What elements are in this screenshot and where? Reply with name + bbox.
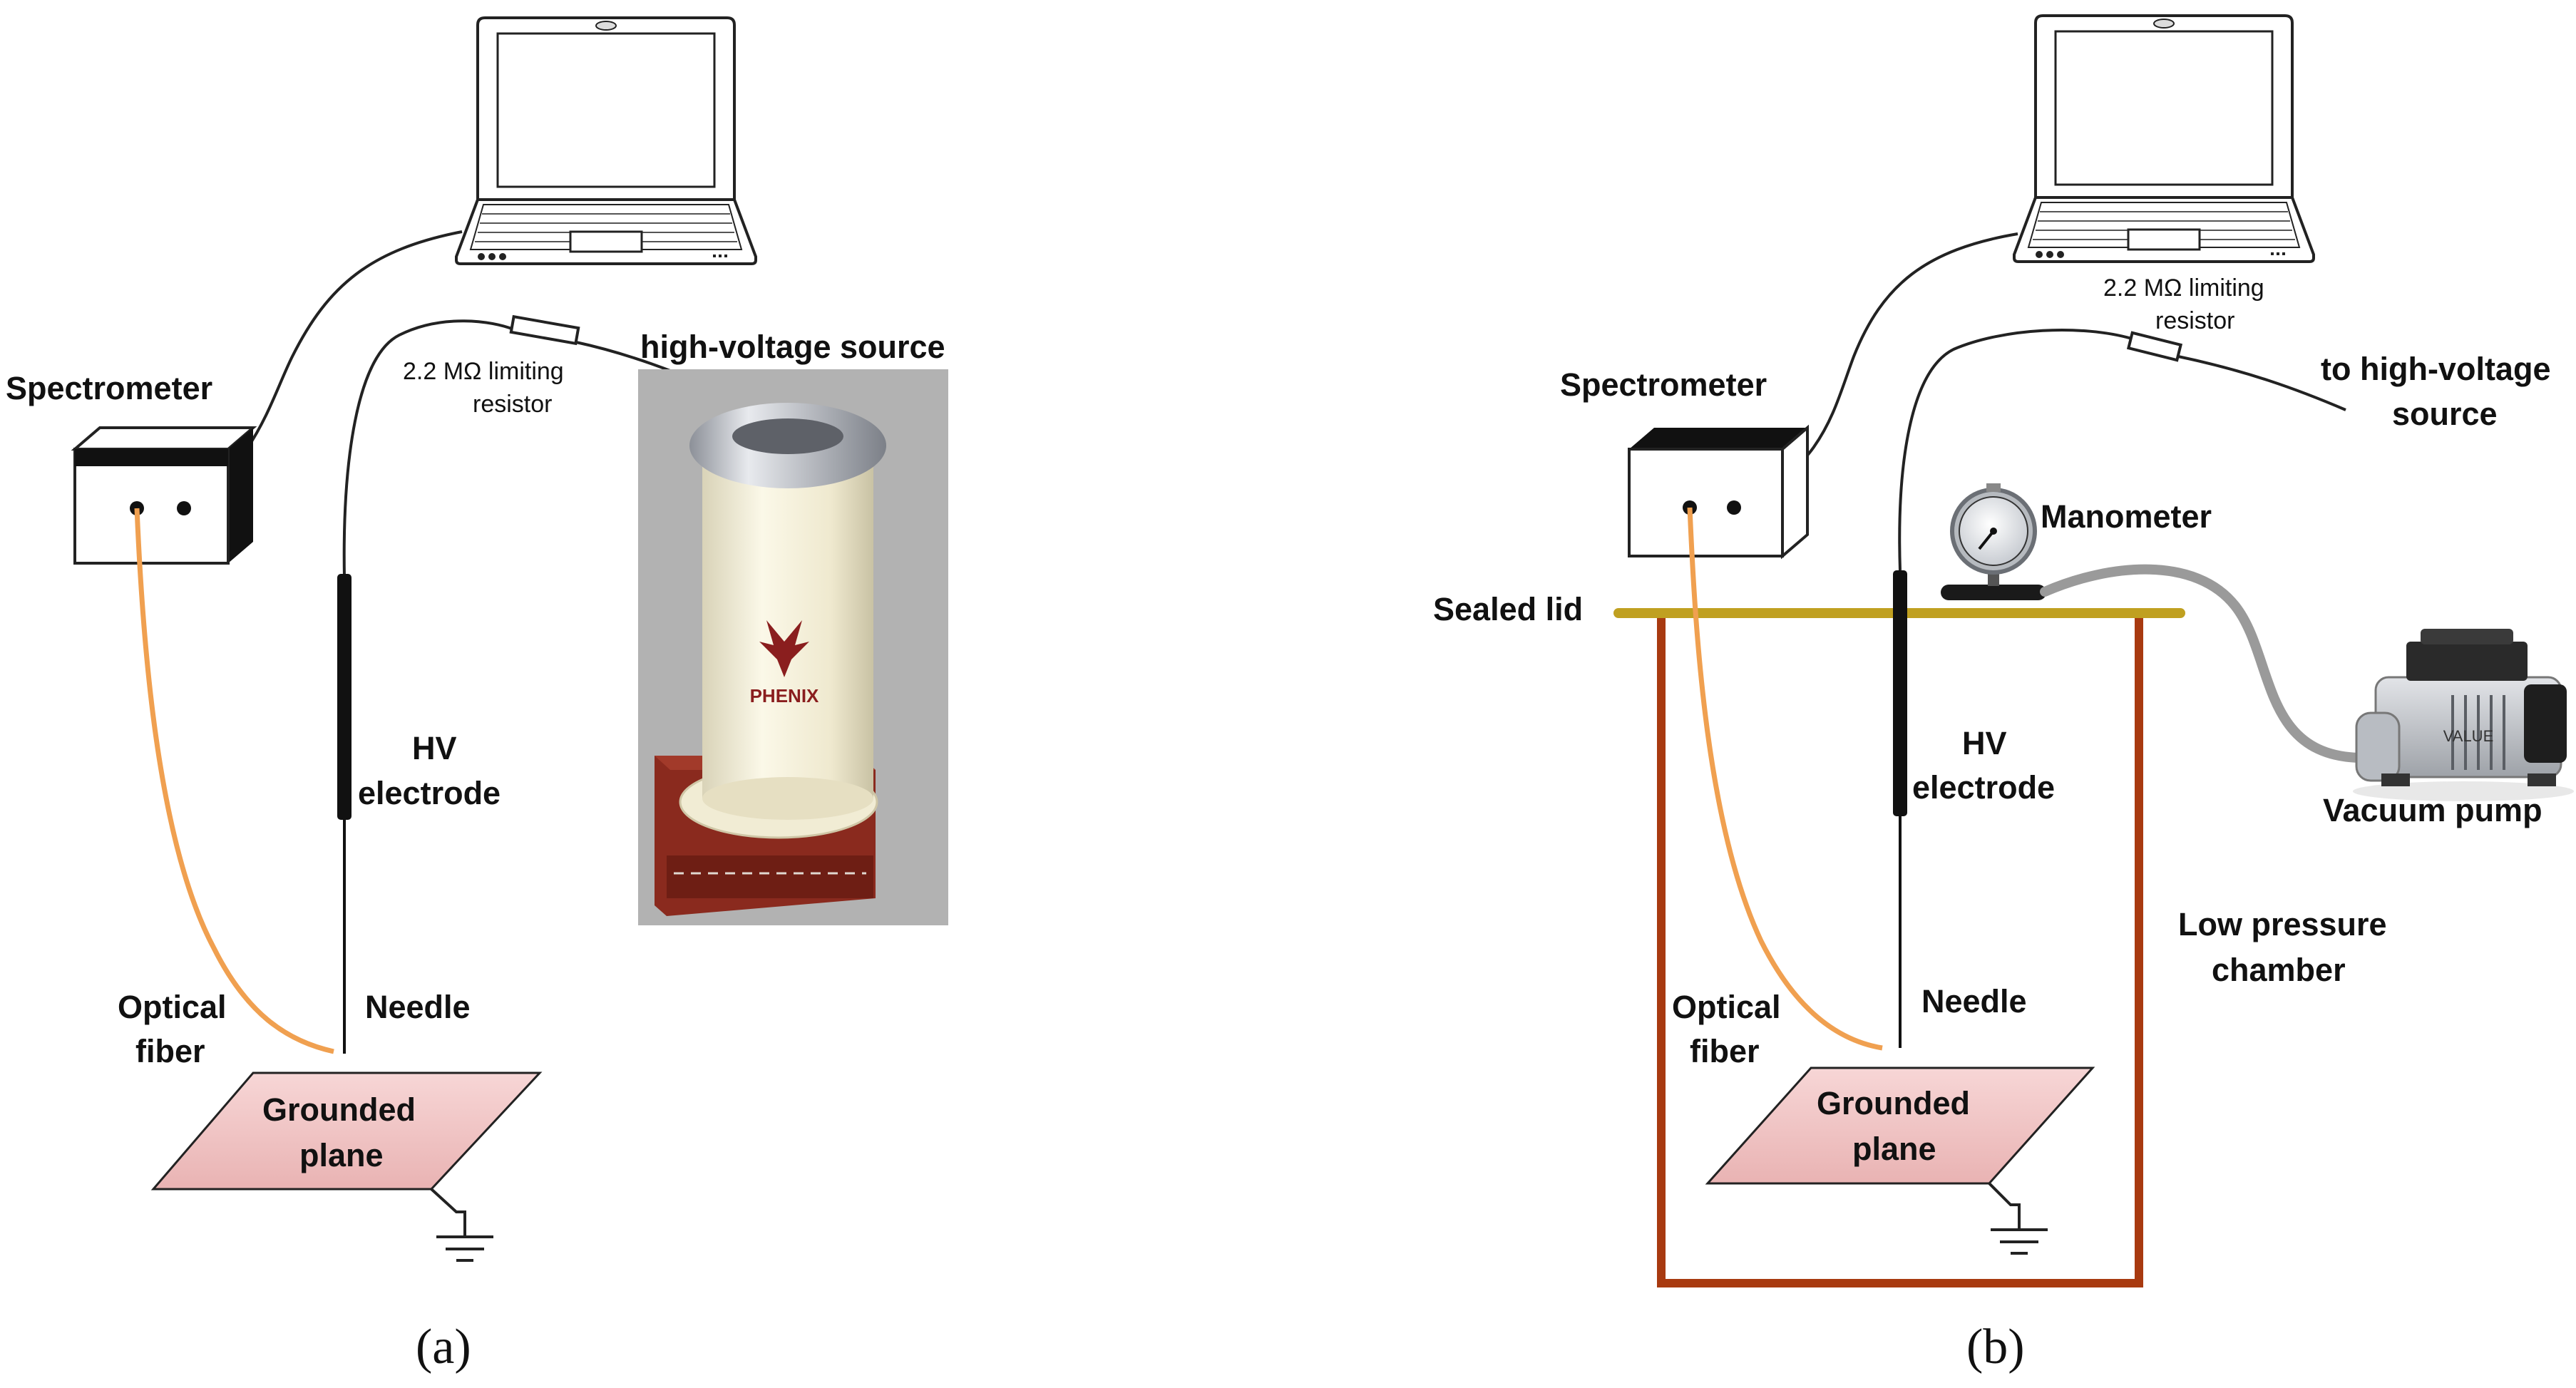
- hv-wire-b-2: [2177, 355, 2346, 411]
- resistor-icon: [509, 314, 580, 346]
- optical-fiber-label-b-2: fiber: [1690, 1033, 1760, 1069]
- resistor-icon: [2126, 331, 2183, 362]
- grounded-plane-label-a-1: Grounded: [262, 1091, 416, 1128]
- to-hv-label-1: to high-voltage: [2321, 351, 2550, 387]
- hv-electrode-b: [1893, 570, 1907, 816]
- optical-fiber-b: [1687, 507, 1883, 1051]
- optical-fiber-label-b-1: Optical: [1672, 989, 1781, 1025]
- hv-wire-b: [1898, 329, 2133, 571]
- chamber-label-2: chamber: [2212, 952, 2346, 988]
- resistor-label-b-1: 2.2 MΩ limiting: [2103, 274, 2264, 302]
- hv-wire-a: [342, 319, 514, 578]
- laptop-icon: [2013, 14, 2315, 263]
- spectrometer-label-a: Spectrometer: [6, 370, 212, 406]
- grounded-plane-label-b-1: Grounded: [1817, 1085, 1970, 1121]
- caption-a: (a): [416, 1320, 471, 1374]
- grounded-plane-label-a-2: plane: [299, 1137, 384, 1173]
- vacuum-hose: [2040, 564, 2365, 763]
- pressure-gauge-icon: [1941, 483, 2046, 600]
- vacuum-pump-label: Vacuum pump: [2323, 792, 2542, 828]
- panel-b: Spectrometer 2.2 MΩ limiting resistor to…: [1433, 14, 2574, 1374]
- optical-fiber-a: [134, 508, 334, 1054]
- sealed-lid-label: Sealed lid: [1433, 591, 1583, 627]
- caption-b: (b): [1966, 1320, 2025, 1374]
- grounded-plane-label-b-2: plane: [1852, 1131, 1936, 1167]
- resistor-label-b-2: resistor: [2155, 307, 2234, 334]
- hv-source-logo: PHENIX: [750, 685, 819, 706]
- needle-label-b: Needle: [1921, 983, 2027, 1019]
- hv-electrode-label-a-1: HV: [412, 730, 457, 766]
- vacuum-pump-icon: VALUE: [2353, 629, 2574, 801]
- to-hv-label-2: source: [2392, 396, 2498, 432]
- hv-source-label-a: high-voltage source: [640, 329, 945, 365]
- low-pressure-chamber: [1657, 613, 2143, 1287]
- spectrometer-label-b: Spectrometer: [1560, 366, 1767, 403]
- spectrometer-b: [1628, 424, 1809, 560]
- needle-label-a: Needle: [365, 989, 471, 1025]
- resistor-label-a-2: resistor: [473, 391, 552, 418]
- hv-electrode-label-a-2: electrode: [358, 775, 501, 811]
- manometer-label: Manometer: [2041, 498, 2212, 535]
- laptop-icon: [455, 16, 757, 265]
- panel-a: Spectrometer Optical fiber 2.2 MΩ limiti…: [6, 16, 948, 1374]
- optical-fiber-label-a-1: Optical: [118, 989, 227, 1025]
- resistor-label-a-1: 2.2 MΩ limiting: [403, 358, 564, 385]
- hv-electrode-label-b-2: electrode: [1912, 769, 2055, 806]
- chamber-label-1: Low pressure: [2178, 906, 2387, 942]
- spectrometer-a: [71, 426, 257, 565]
- high-voltage-source-photo: PHENIX: [638, 369, 948, 925]
- ground-symbol-icon: [430, 1188, 493, 1262]
- hv-electrode-label-b-1: HV: [1962, 725, 2007, 761]
- pump-brand: VALUE: [2443, 727, 2494, 745]
- optical-fiber-label-a-2: fiber: [135, 1033, 205, 1069]
- hv-electrode-a: [337, 574, 351, 820]
- ground-symbol-icon: [1988, 1182, 2048, 1255]
